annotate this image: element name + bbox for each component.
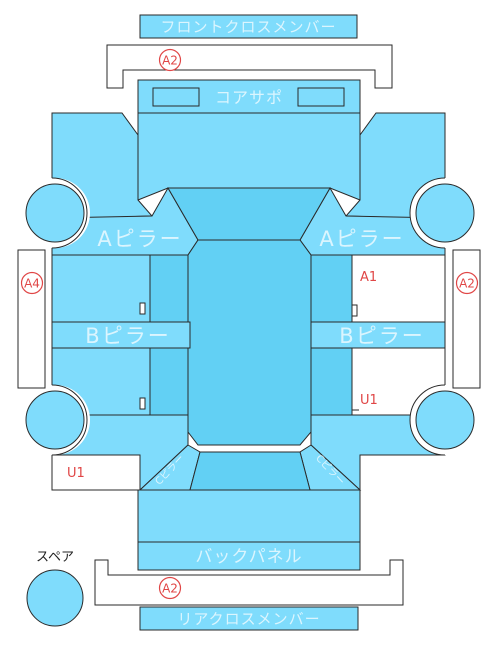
right-a-pillar-label: Aピラー bbox=[319, 227, 404, 251]
left-front-wheel-arch bbox=[51, 177, 88, 249]
spare-tire bbox=[26, 569, 84, 627]
right-rear-wheel-arch bbox=[409, 384, 446, 456]
rear-bracket-mark-circle bbox=[158, 576, 182, 600]
left-rear-door-handle bbox=[139, 397, 146, 410]
front-cross-member-panel bbox=[139, 14, 358, 39]
spare-label: スペア bbox=[36, 550, 74, 565]
right-front-door-mark: A1 bbox=[360, 270, 377, 285]
left-side-sill-mark: A4 bbox=[24, 277, 40, 291]
left-rear-lower-area bbox=[51, 454, 141, 491]
right-front-wheel-arch bbox=[409, 177, 446, 249]
hood-panel bbox=[137, 112, 361, 201]
left-side-sill-mark-circle bbox=[20, 271, 44, 295]
trunk-panel bbox=[137, 489, 361, 543]
rear-cross-member-panel bbox=[139, 606, 359, 631]
rear-window-panel bbox=[189, 451, 311, 491]
right-front-door bbox=[351, 254, 446, 323]
left-front-door-handle bbox=[139, 302, 146, 315]
rear-cross-member-label: リアクロスメンバー bbox=[177, 610, 320, 628]
front-bracket-mark-circle bbox=[158, 48, 182, 72]
left-a-pillar-label: Aピラー bbox=[97, 227, 182, 251]
left-rear-wheel-arch bbox=[51, 384, 88, 456]
left-rear-quarter-mark: U1 bbox=[67, 466, 85, 481]
right-front-wheel bbox=[415, 183, 475, 243]
roof-panel bbox=[187, 239, 312, 446]
back-panel bbox=[137, 541, 361, 571]
left-b-pillar-panel bbox=[51, 321, 191, 349]
core-support-label: コアサポ bbox=[215, 88, 283, 107]
right-b-pillar-panel bbox=[310, 321, 446, 349]
right-side-sill bbox=[452, 249, 481, 389]
rear-bracket-mark: A2 bbox=[162, 582, 178, 596]
right-rear-door-mark: U1 bbox=[360, 393, 378, 408]
left-side-sill bbox=[17, 249, 46, 389]
front-bracket-mark: A2 bbox=[162, 54, 178, 68]
left-front-door bbox=[51, 254, 151, 323]
left-headlight bbox=[152, 87, 200, 107]
right-rear-door-handle bbox=[351, 398, 359, 411]
left-rear-wheel bbox=[25, 390, 85, 450]
front-cross-member-label: フロントクロスメンバー bbox=[160, 18, 336, 36]
right-rear-wheel bbox=[415, 390, 475, 450]
back-panel-label: バックパネル bbox=[195, 547, 302, 567]
right-front-door-handle bbox=[351, 304, 358, 317]
right-b-pillar-label: Bピラー bbox=[339, 324, 424, 348]
left-front-wheel bbox=[25, 183, 85, 243]
left-b-pillar-label: Bピラー bbox=[85, 324, 170, 348]
right-side-sill-mark: A2 bbox=[459, 277, 475, 291]
right-side-sill-mark-circle bbox=[455, 271, 479, 295]
right-headlight bbox=[297, 87, 345, 107]
